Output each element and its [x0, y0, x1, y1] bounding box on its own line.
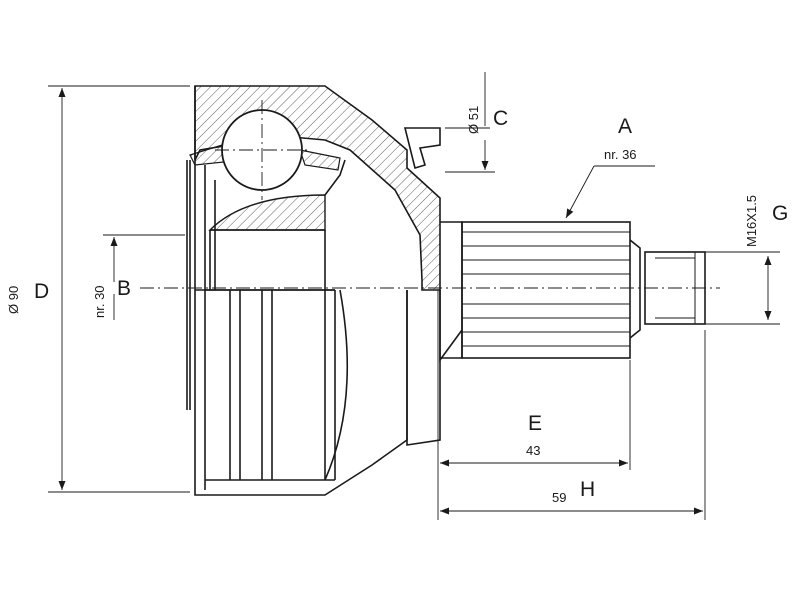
dim-G [705, 251, 780, 325]
dim-A [565, 165, 655, 219]
label-C: C [493, 107, 508, 130]
dim-E [437, 290, 631, 520]
label-B: B [117, 277, 131, 300]
label-A: A [618, 115, 632, 138]
joint-housing [186, 85, 463, 496]
splined-shaft [440, 221, 706, 359]
value-A: nr. 36 [604, 147, 637, 162]
dim-H [440, 330, 706, 520]
dim-C [445, 72, 495, 173]
inner-race-hatch [208, 194, 326, 231]
value-G: M16X1.5 [744, 195, 759, 247]
value-B: nr. 30 [92, 285, 107, 318]
label-D: D [34, 280, 49, 303]
value-C: Ø 51 [466, 106, 481, 134]
value-E: 43 [526, 443, 540, 458]
housing-section-hatch [194, 85, 441, 291]
dim-B [103, 234, 185, 320]
label-H: H [580, 478, 595, 501]
spline-lines [462, 231, 630, 347]
value-D: Ø 90 [6, 286, 21, 314]
boot-clamp [403, 127, 441, 170]
flange [406, 290, 441, 446]
dim-D [48, 85, 190, 493]
label-E: E [528, 412, 542, 435]
cage-hatch-right [299, 149, 341, 171]
value-H: 59 [552, 490, 566, 505]
label-G: G [772, 202, 788, 225]
